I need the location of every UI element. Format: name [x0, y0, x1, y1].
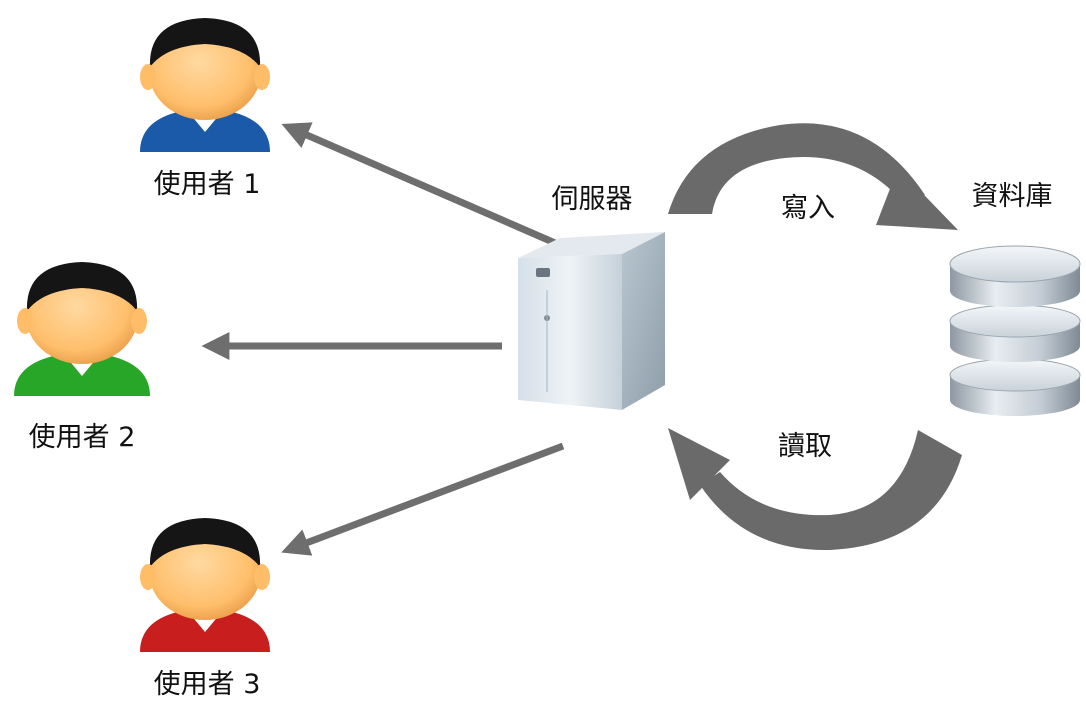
user-3-avatar — [140, 518, 270, 652]
read-arrow — [668, 428, 962, 551]
database-icon — [949, 245, 1081, 416]
write-arrow — [668, 123, 958, 230]
write-label: 寫入 — [781, 193, 835, 224]
user-2-label: 使用者 2 — [29, 422, 136, 453]
user-2-avatar — [14, 262, 150, 396]
database-label: 資料庫 — [972, 181, 1053, 212]
server-icon — [518, 232, 665, 410]
user-1-label: 使用者 1 — [154, 169, 261, 200]
read-label: 讀取 — [778, 431, 832, 462]
arrow-to-user-1 — [281, 122, 557, 247]
arrow-to-user-3 — [281, 442, 565, 556]
server-label: 伺服器 — [552, 184, 633, 215]
user-1-avatar — [140, 18, 270, 152]
user-3-label: 使用者 3 — [154, 669, 261, 700]
